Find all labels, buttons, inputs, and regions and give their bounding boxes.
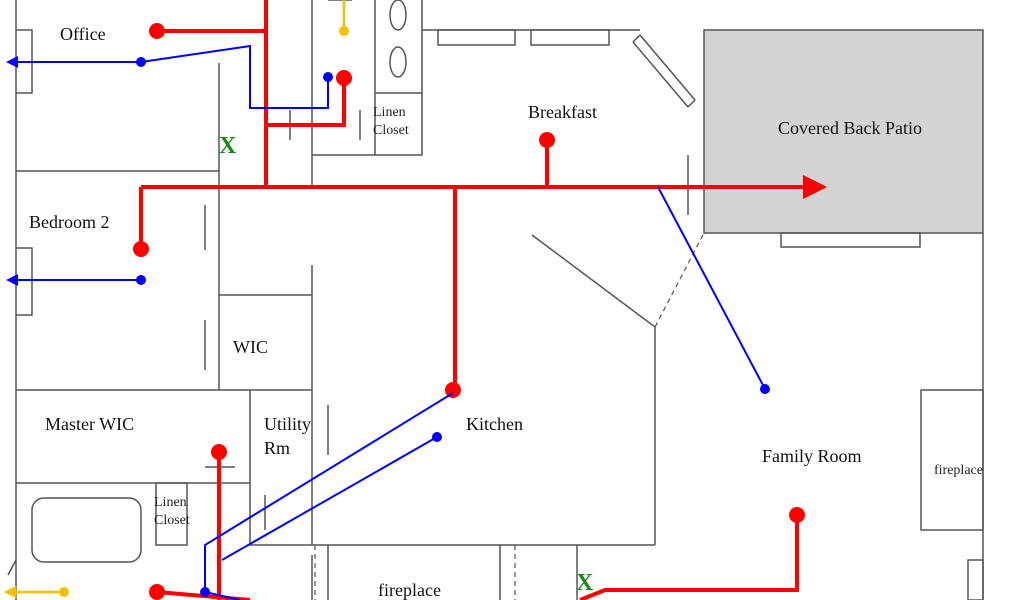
room-fireplace-right: fireplace bbox=[934, 463, 983, 478]
supply-vent-family bbox=[789, 507, 805, 523]
supply-vent-kitchen bbox=[445, 382, 461, 398]
room-linen-bottom-2: Closet bbox=[154, 513, 190, 528]
covered-patio bbox=[703, 29, 984, 234]
return-vent bbox=[136, 275, 146, 285]
return-vent bbox=[760, 384, 770, 394]
room-kitchen: Kitchen bbox=[466, 414, 523, 434]
room-wic: WIC bbox=[233, 337, 268, 357]
supply-vent-bedroom2 bbox=[133, 241, 149, 257]
room-office: Office bbox=[60, 24, 106, 44]
room-linen-top: Linen bbox=[373, 105, 406, 120]
room-linen-top-2: Closet bbox=[373, 123, 409, 138]
supply-ducts bbox=[133, 0, 827, 600]
room-breakfast: Breakfast bbox=[528, 102, 597, 122]
supply-vent-master bbox=[211, 444, 227, 460]
other-ducts bbox=[3, 0, 349, 599]
supply-vent-breakfast bbox=[539, 132, 555, 148]
return-ducts bbox=[6, 44, 770, 600]
room-patio: Covered Back Patio bbox=[778, 118, 922, 138]
marker-x: X bbox=[576, 570, 594, 596]
return-vent bbox=[200, 587, 210, 597]
room-utility-2: Rm bbox=[264, 438, 290, 458]
room-utility: Utility bbox=[264, 414, 311, 434]
room-master-wic: Master WIC bbox=[45, 414, 134, 434]
supply-vent-bottom bbox=[149, 584, 165, 600]
room-family: Family Room bbox=[762, 446, 862, 466]
room-linen-bottom: Linen bbox=[154, 495, 187, 510]
return-vent bbox=[432, 432, 442, 442]
room-bedroom2: Bedroom 2 bbox=[29, 212, 110, 232]
return-vent bbox=[136, 57, 146, 67]
supply-vent-bath bbox=[336, 70, 352, 86]
room-fireplace-bottom: fireplace bbox=[378, 580, 441, 600]
supply-vent-office bbox=[149, 23, 165, 39]
return-vent bbox=[323, 72, 333, 82]
marker-x: X bbox=[219, 133, 237, 159]
walls bbox=[7, 0, 984, 600]
